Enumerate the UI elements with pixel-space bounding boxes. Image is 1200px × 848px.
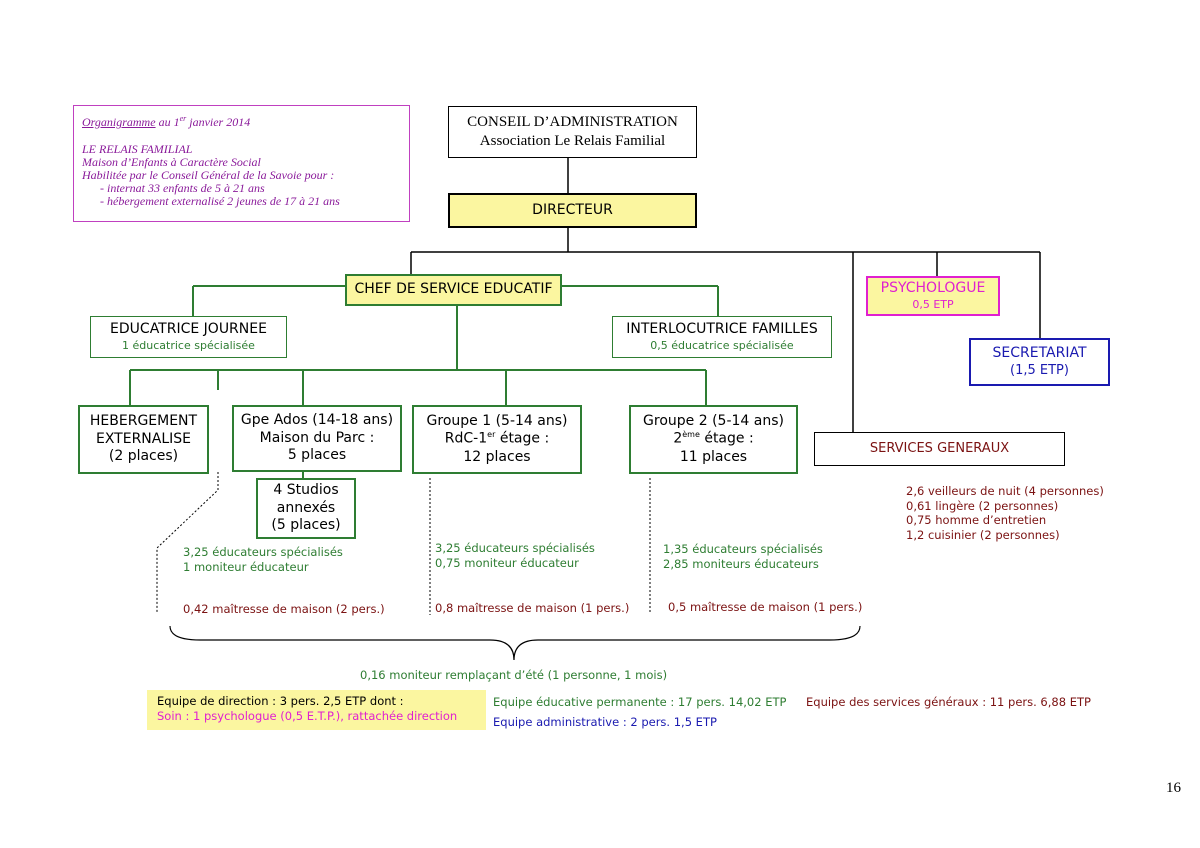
secretariat-label: SECRETARIAT [992, 345, 1087, 362]
services-generaux-box: SERVICES GENERAUX [814, 432, 1065, 466]
staff-ados: 3,25 éducateurs spécialisés 1 moniteur é… [183, 545, 343, 574]
interlocutrice-familles-box: INTERLOCUTRICE FAMILLES 0,5 éducatrice s… [612, 316, 832, 358]
remplacant-ete: 0,16 moniteur remplaçant d’été (1 person… [360, 668, 668, 682]
hebergement-places: (2 places) [108, 448, 179, 465]
conseil-title: CONSEIL D’ADMINISTRATION [467, 114, 678, 131]
sg-staff-item: 1,2 cuisinier (2 personnes) [906, 527, 1060, 542]
legend-direction: Equipe de direction : 3 pers. 2,5 ETP do… [147, 690, 486, 730]
secretariat-etp: (1,5 ETP) [1010, 362, 1069, 378]
staff-item: 3,25 éducateurs spécialisés [435, 541, 595, 555]
conseil-subtitle: Association Le Relais Familial [479, 133, 666, 149]
intro-box: Organigramme au 1er janvier 2014 LE RELA… [73, 105, 410, 222]
staff-groupe2: 1,35 éducateurs spécialisés 2,85 moniteu… [663, 542, 823, 571]
groupe2-floor: 2ème étage : [673, 430, 754, 448]
hebergement-line: EXTERNALISE [95, 430, 192, 447]
educatrice-journee-label: EDUCATRICE JOURNEE [110, 321, 267, 338]
intro-title: Organigramme au 1er janvier 2014 [82, 114, 251, 129]
intro-org-name: LE RELAIS FAMILIAL [82, 142, 193, 156]
staff-item: 2,85 moniteurs éducateurs [663, 556, 819, 571]
studios-line: 4 Studios [273, 482, 339, 499]
secretariat-box: SECRETARIAT (1,5 ETP) [969, 338, 1110, 386]
staff-item: 1,35 éducateurs spécialisés [663, 542, 823, 556]
legend-administrative: Equipe administrative : 2 pers. 1,5 ETP [493, 715, 717, 729]
chef-service-box: CHEF DE SERVICE EDUCATIF [345, 274, 562, 306]
intro-org-type: Maison d’Enfants à Caractère Social [82, 155, 261, 169]
psychologue-etp: 0,5 ETP [912, 297, 954, 311]
legend-direction-line: Equipe de direction : 3 pers. 2,5 ETP do… [157, 694, 404, 708]
conseil-administration-box: CONSEIL D’ADMINISTRATION Association Le … [448, 106, 697, 158]
gpe-ados-box: Gpe Ados (14-18 ans) Maison du Parc : 5 … [232, 405, 402, 472]
interlocutrice-detail: 0,5 éducatrice spécialisée [650, 338, 794, 352]
maitresse-groupe1: 0,8 maîtresse de maison (1 pers.) [435, 601, 630, 615]
psychologue-box: PSYCHOLOGUE 0,5 ETP [866, 276, 1000, 316]
gpe-ados-location: Maison du Parc : [259, 429, 375, 446]
groupe1-places: 12 places [463, 448, 531, 465]
page-number: 16 [1166, 780, 1181, 796]
studios-places: (5 places) [271, 517, 341, 534]
chef-service-label: CHEF DE SERVICE EDUCATIF [354, 281, 553, 298]
gpe-ados-places: 5 places [287, 447, 347, 464]
intro-item: - internat 33 enfants de 5 à 21 ans [100, 181, 265, 195]
maitresse-ados: 0,42 maîtresse de maison (2 pers.) [183, 602, 385, 616]
legend-soin-line: Soin : 1 psychologue (0,5 E.T.P.), ratta… [157, 709, 458, 723]
educatrice-journee-detail: 1 éducatrice spécialisée [122, 338, 255, 352]
groupe1-floor: RdC-1er étage : [444, 430, 550, 448]
legend-educative: Equipe éducative permanente : 17 pers. 1… [493, 695, 787, 709]
intro-habilitation: Habilitée par le Conseil Général de la S… [82, 168, 335, 182]
intro-item: - hébergement externalisé 2 jeunes de 17… [100, 194, 340, 208]
maitresse-groupe2: 0,5 maîtresse de maison (1 pers.) [668, 600, 863, 614]
hebergement-line: HEBERGEMENT [89, 413, 198, 430]
groupe1-box: Groupe 1 (5-14 ans) RdC-1er étage : 12 p… [412, 405, 582, 474]
services-generaux-staff: 2,6 veilleurs de nuit (4 personnes) 0,61… [906, 484, 1104, 542]
staff-item: 0,75 moniteur éducateur [435, 555, 579, 570]
hebergement-box: HEBERGEMENT EXTERNALISE (2 places) [78, 405, 209, 474]
staff-groupe1: 3,25 éducateurs spécialisés 0,75 moniteu… [435, 541, 595, 570]
educatrice-journee-box: EDUCATRICE JOURNEE 1 éducatrice spéciali… [90, 316, 287, 358]
staff-item: 3,25 éducateurs spécialisés [183, 545, 343, 559]
psychologue-label: PSYCHOLOGUE [880, 280, 986, 297]
studios-box: 4 Studios annexés (5 places) [256, 478, 356, 539]
directeur-box: DIRECTEUR [448, 193, 697, 228]
gpe-ados-title: Gpe Ados (14-18 ans) [240, 412, 394, 429]
groupe2-title: Groupe 2 (5-14 ans) [643, 412, 784, 429]
sg-staff-item: 0,61 lingère (2 personnes) [906, 498, 1059, 513]
sg-staff-item: 2,6 veilleurs de nuit (4 personnes) [906, 484, 1104, 498]
groupe2-places: 11 places [679, 448, 748, 465]
legend-services: Equipe des services généraux : 11 pers. … [806, 695, 1091, 709]
sg-staff-item: 0,75 homme d’entretien [906, 513, 1047, 527]
interlocutrice-label: INTERLOCUTRICE FAMILLES [626, 321, 818, 338]
groupe2-box: Groupe 2 (5-14 ans) 2ème étage : 11 plac… [629, 405, 798, 474]
staff-item: 1 moniteur éducateur [183, 559, 309, 574]
studios-line: annexés [276, 499, 336, 516]
groupe1-title: Groupe 1 (5-14 ans) [426, 412, 568, 429]
directeur-label: DIRECTEUR [532, 201, 613, 218]
services-generaux-label: SERVICES GENERAUX [869, 440, 1010, 456]
